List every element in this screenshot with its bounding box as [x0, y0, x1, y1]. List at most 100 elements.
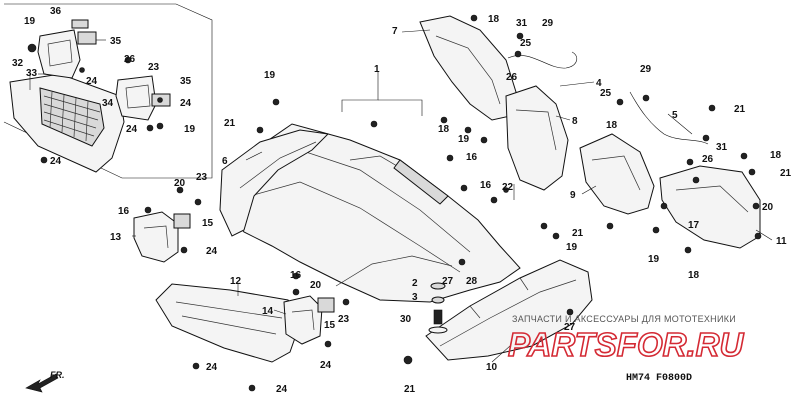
part-4-wire-tube	[507, 51, 578, 69]
callout-24f: 24	[50, 156, 62, 167]
callout-18c: 18	[606, 120, 618, 131]
callout-32: 32	[12, 58, 24, 69]
callout-21c: 21	[734, 104, 746, 115]
callout-6: 6	[222, 156, 228, 167]
callout-35a: 35	[110, 36, 122, 47]
callout-27b: 27	[564, 322, 576, 333]
callout-21b: 21	[572, 228, 584, 239]
callout-33: 33	[26, 68, 38, 79]
callout-29b: 29	[640, 64, 652, 75]
callout-25b: 25	[600, 88, 612, 99]
watermark-logo: PARTSFOR.RU	[508, 326, 744, 363]
watermark-caption: ЗАПЧАСТИ И АКСЕССУАРЫ ДЛЯ МОТОТЕХНИКИ	[512, 314, 736, 324]
callout-35b: 35	[180, 76, 192, 87]
callout-28: 28	[466, 276, 478, 287]
part-8-mudguard-lower	[505, 85, 569, 191]
callout-14: 14	[262, 306, 274, 317]
callout-9: 9	[570, 190, 576, 201]
callout-5: 5	[672, 110, 678, 121]
hardware-bolts	[144, 14, 762, 392]
part-10-right-fender	[425, 259, 593, 361]
callout-19f: 19	[24, 16, 36, 27]
callout-11: 11	[776, 236, 787, 247]
callout-36: 36	[50, 6, 62, 17]
callout-26b: 26	[702, 154, 714, 165]
part-32-front-grille	[9, 73, 125, 173]
diagram-code: HM74 F0800D	[626, 373, 692, 384]
callout-24c: 24	[276, 384, 288, 395]
callout-8: 8	[572, 116, 578, 127]
callout-18a: 18	[438, 124, 450, 135]
callout-19a: 19	[264, 70, 276, 81]
callout-24d: 24	[320, 360, 332, 371]
callout-21e: 21	[404, 384, 416, 395]
part-11-side-cover	[659, 165, 761, 249]
callout-18d: 18	[770, 150, 782, 161]
callout-26a: 26	[506, 72, 518, 83]
callout-29a: 29	[542, 18, 554, 29]
part-33-headlight-bracket	[37, 29, 81, 79]
watermark: ЗАПЧАСТИ И АКСЕССУАРЫ ДЛЯ МОТОТЕХНИКИ PA…	[507, 314, 745, 364]
callout-15a: 15	[202, 218, 214, 229]
callout-7: 7	[392, 26, 398, 37]
callout-12: 12	[230, 276, 242, 287]
callout-26c: 26	[124, 54, 136, 65]
callout-19d: 19	[648, 254, 660, 265]
callout-30: 30	[400, 314, 412, 325]
callout-22: 22	[502, 182, 514, 193]
callout-34: 34	[102, 98, 114, 109]
callout-24b: 24	[206, 362, 218, 373]
part-14-bracket	[283, 295, 323, 345]
callout-21a: 21	[224, 118, 236, 129]
callout-15b: 15	[324, 320, 336, 331]
callout-24g: 24	[126, 124, 138, 135]
leader-lines	[29, 29, 773, 363]
part-13-bracket	[133, 211, 179, 263]
callout-16b: 16	[290, 270, 302, 281]
callout-25a: 25	[520, 38, 532, 49]
callout-18b: 18	[488, 14, 500, 25]
callout-2: 2	[412, 278, 418, 289]
callout-24e: 24	[86, 76, 98, 87]
callout-4: 4	[596, 78, 602, 89]
callout-10: 10	[486, 362, 498, 373]
callout-20b: 20	[310, 280, 322, 291]
callout-19b: 19	[458, 134, 470, 145]
part-5-wire-tube	[629, 91, 709, 145]
callout-27a: 27	[442, 276, 454, 287]
callout-20a: 20	[174, 178, 186, 189]
part-36-bolt	[71, 19, 89, 29]
callout-21d: 21	[780, 168, 792, 179]
callout-24h: 24	[180, 98, 192, 109]
callout-16c: 16	[466, 152, 478, 163]
callout-labels: 1 2 3 4 5 6 7 8 9 10 11 12 13 14 15 15 1…	[12, 6, 792, 395]
callout-1: 1	[374, 64, 380, 75]
callout-23a: 23	[196, 172, 208, 183]
callout-16d: 16	[480, 180, 492, 191]
inset-hardware	[27, 43, 164, 164]
callout-19e: 19	[184, 124, 196, 135]
direction-label: FR.	[50, 370, 65, 380]
callout-23c: 23	[148, 62, 160, 73]
part-34-headlight-bracket	[115, 75, 157, 121]
part-6-left-fender-panel	[219, 129, 330, 237]
callout-16a: 16	[118, 206, 130, 217]
callout-31b: 31	[716, 142, 728, 153]
part-30-bolt-stack	[428, 282, 448, 334]
callout-13: 13	[110, 232, 122, 243]
callout-20c: 20	[762, 202, 774, 213]
callout-31a: 31	[516, 18, 528, 29]
callout-23b: 23	[338, 314, 350, 325]
front-direction-arrow: FR.	[25, 370, 65, 393]
callout-24a: 24	[206, 246, 218, 257]
callout-18e: 18	[688, 270, 700, 281]
callout-17: 17	[688, 220, 700, 231]
part-1-front-fender	[223, 123, 521, 303]
part-9-mudguard-inner	[579, 133, 655, 215]
part-7-mudguard-upper	[419, 15, 517, 121]
callout-3: 3	[412, 292, 418, 303]
part-15-clamp	[173, 213, 335, 313]
callout-19c: 19	[566, 242, 578, 253]
part-12-skid-plate	[155, 283, 303, 363]
